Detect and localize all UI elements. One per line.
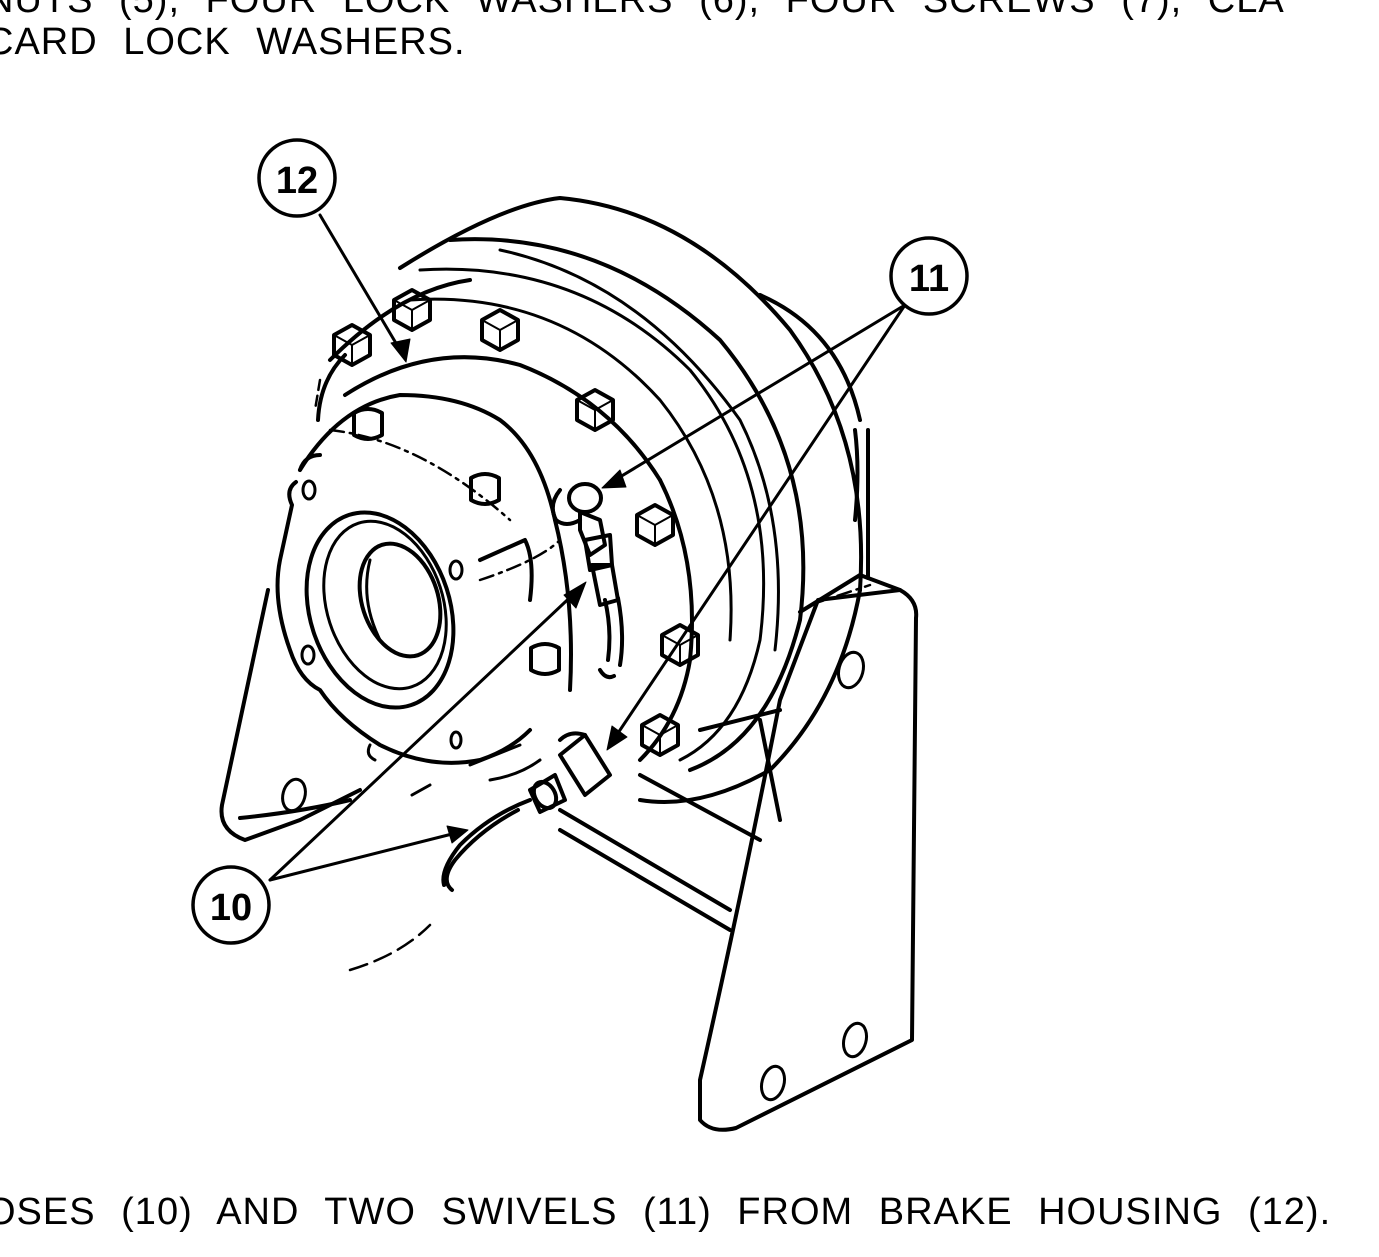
callout-10: 10 bbox=[191, 865, 271, 945]
front-flange bbox=[275, 393, 573, 765]
bolt-ring bbox=[316, 278, 694, 762]
housing-details bbox=[366, 743, 542, 797]
callout-11-label: 11 bbox=[909, 258, 949, 300]
lower-swivel-fitting bbox=[528, 731, 612, 814]
bolt-heads bbox=[332, 288, 700, 757]
callout-10-label: 10 bbox=[210, 887, 252, 929]
mounting-bracket bbox=[558, 428, 919, 1132]
upper-swivel-fitting bbox=[550, 482, 620, 607]
instruction-text-bottom: OSES (10) AND TWO SWIVELS (11) FROM BRAK… bbox=[0, 1191, 1332, 1233]
callout-11: 11 bbox=[889, 236, 969, 316]
instruction-text-top: NUTS (5), FOUR LOCK WASHERS (6), FOUR SC… bbox=[0, 0, 1285, 21]
leader-lines bbox=[268, 213, 907, 882]
upper-hose bbox=[598, 596, 625, 680]
leader-arrowheads bbox=[390, 338, 628, 844]
callout-12-label: 12 bbox=[276, 160, 318, 202]
brake-housing-body bbox=[398, 196, 864, 804]
center-lines bbox=[313, 378, 872, 972]
callout-12: 12 bbox=[257, 138, 337, 218]
instruction-text-top-continued: CARD LOCK WASHERS. bbox=[0, 21, 466, 63]
lower-hose bbox=[441, 798, 532, 892]
left-bracket-plate bbox=[219, 588, 362, 842]
